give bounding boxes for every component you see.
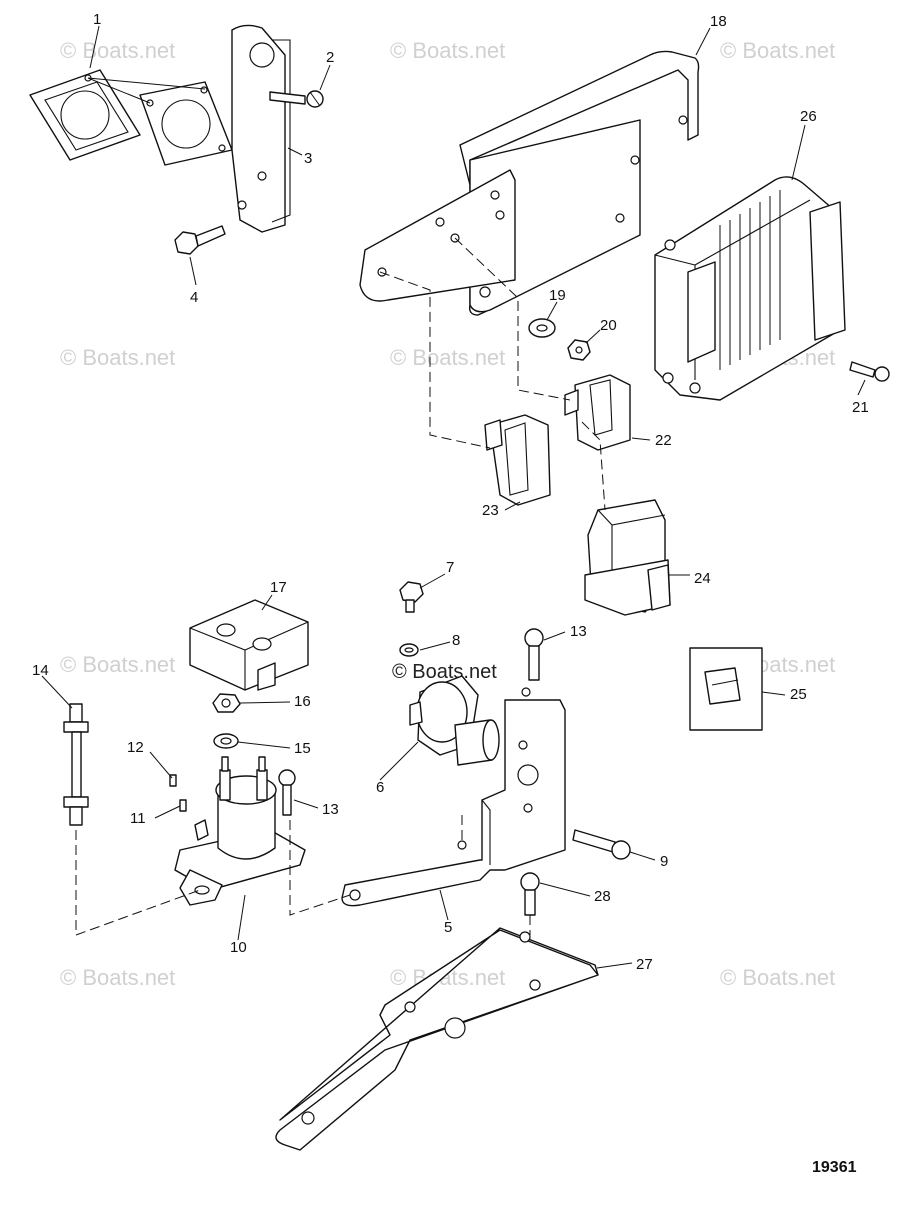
callout-18: 18 <box>710 13 727 30</box>
callout-26: 26 <box>800 108 817 125</box>
callout-24: 24 <box>694 570 711 587</box>
watermark: © Boats.net <box>60 652 175 677</box>
callout-3: 3 <box>304 150 312 167</box>
callout-12: 12 <box>127 739 144 756</box>
part-11-clip <box>179 799 187 812</box>
leader-lines <box>41 25 866 969</box>
callout-28: 28 <box>594 888 611 905</box>
watermark: © Boats.net <box>60 38 175 63</box>
part-12-clip <box>169 774 177 787</box>
part-13-screw-upper <box>524 628 544 681</box>
part-2-screw <box>269 90 324 108</box>
part-7-bolt <box>399 581 424 613</box>
callout-2: 2 <box>326 49 334 66</box>
part-25-fuse <box>689 647 763 731</box>
part-23-relay-mount <box>484 414 551 506</box>
callout-8: 8 <box>452 632 460 649</box>
watermark: © Boats.net <box>390 345 505 370</box>
callout-22: 22 <box>655 432 672 449</box>
part-3-bracket <box>87 24 291 233</box>
part-19-washer <box>528 318 556 338</box>
watermark: © Boats.net <box>60 345 175 370</box>
part-20-nut <box>567 339 591 361</box>
callout-17: 17 <box>270 579 287 596</box>
part-6-switch <box>409 675 500 766</box>
callout-19: 19 <box>549 287 566 304</box>
callout-16: 16 <box>294 693 311 710</box>
callout-9: 9 <box>660 853 668 870</box>
callout-4: 4 <box>190 289 198 306</box>
callout-13-upper: 13 <box>570 623 587 640</box>
part-28-screw <box>520 872 540 916</box>
part-21-screw <box>849 361 890 382</box>
callout-14: 14 <box>32 662 49 679</box>
part-17-terminal-cover <box>189 599 309 691</box>
part-16-nut <box>212 693 241 713</box>
ecm-heat-fins <box>719 190 781 370</box>
callout-21: 21 <box>852 399 869 416</box>
part-18-main-bracket <box>359 50 700 316</box>
part-1-gasket <box>29 69 141 161</box>
callout-6: 6 <box>376 779 384 796</box>
part-24-relay <box>584 499 671 616</box>
part-5-bracket <box>341 687 566 907</box>
assembly-dashed-lines <box>75 237 606 936</box>
part-8-washer <box>399 643 419 657</box>
part-22-relay-mount <box>564 374 631 451</box>
callout-10: 10 <box>230 939 247 956</box>
part-4-bolt <box>174 225 226 255</box>
part-27-plate <box>275 927 599 1151</box>
callout-1: 1 <box>93 11 101 28</box>
figure-number: 19361 <box>812 1159 857 1176</box>
callout-13-lower: 13 <box>322 801 339 818</box>
callout-25: 25 <box>790 686 807 703</box>
watermark: © Boats.net <box>390 38 505 63</box>
callout-27: 27 <box>636 956 653 973</box>
watermark-center: © Boats.net <box>392 661 497 683</box>
callout-7: 7 <box>446 559 454 576</box>
part-15-lock-washer <box>213 733 239 749</box>
part-26-ecm-module <box>654 176 846 401</box>
watermarks: © Boats.net © Boats.net © Boats.net © Bo… <box>60 38 835 990</box>
callout-5: 5 <box>444 919 452 936</box>
callout-20: 20 <box>600 317 617 334</box>
part-10-solenoid <box>174 756 306 906</box>
part-14-stud <box>63 703 89 826</box>
part-13-screw-lower <box>278 769 296 816</box>
watermark: © Boats.net <box>720 38 835 63</box>
callout-23: 23 <box>482 502 499 519</box>
callout-11: 11 <box>130 810 146 827</box>
callout-labels: 1 2 3 4 5 6 7 8 9 10 11 12 13 13 14 15 1… <box>32 11 869 973</box>
callout-15: 15 <box>294 740 311 757</box>
watermark: © Boats.net <box>60 965 175 990</box>
watermark: © Boats.net <box>720 965 835 990</box>
part-9-screw <box>572 829 631 860</box>
